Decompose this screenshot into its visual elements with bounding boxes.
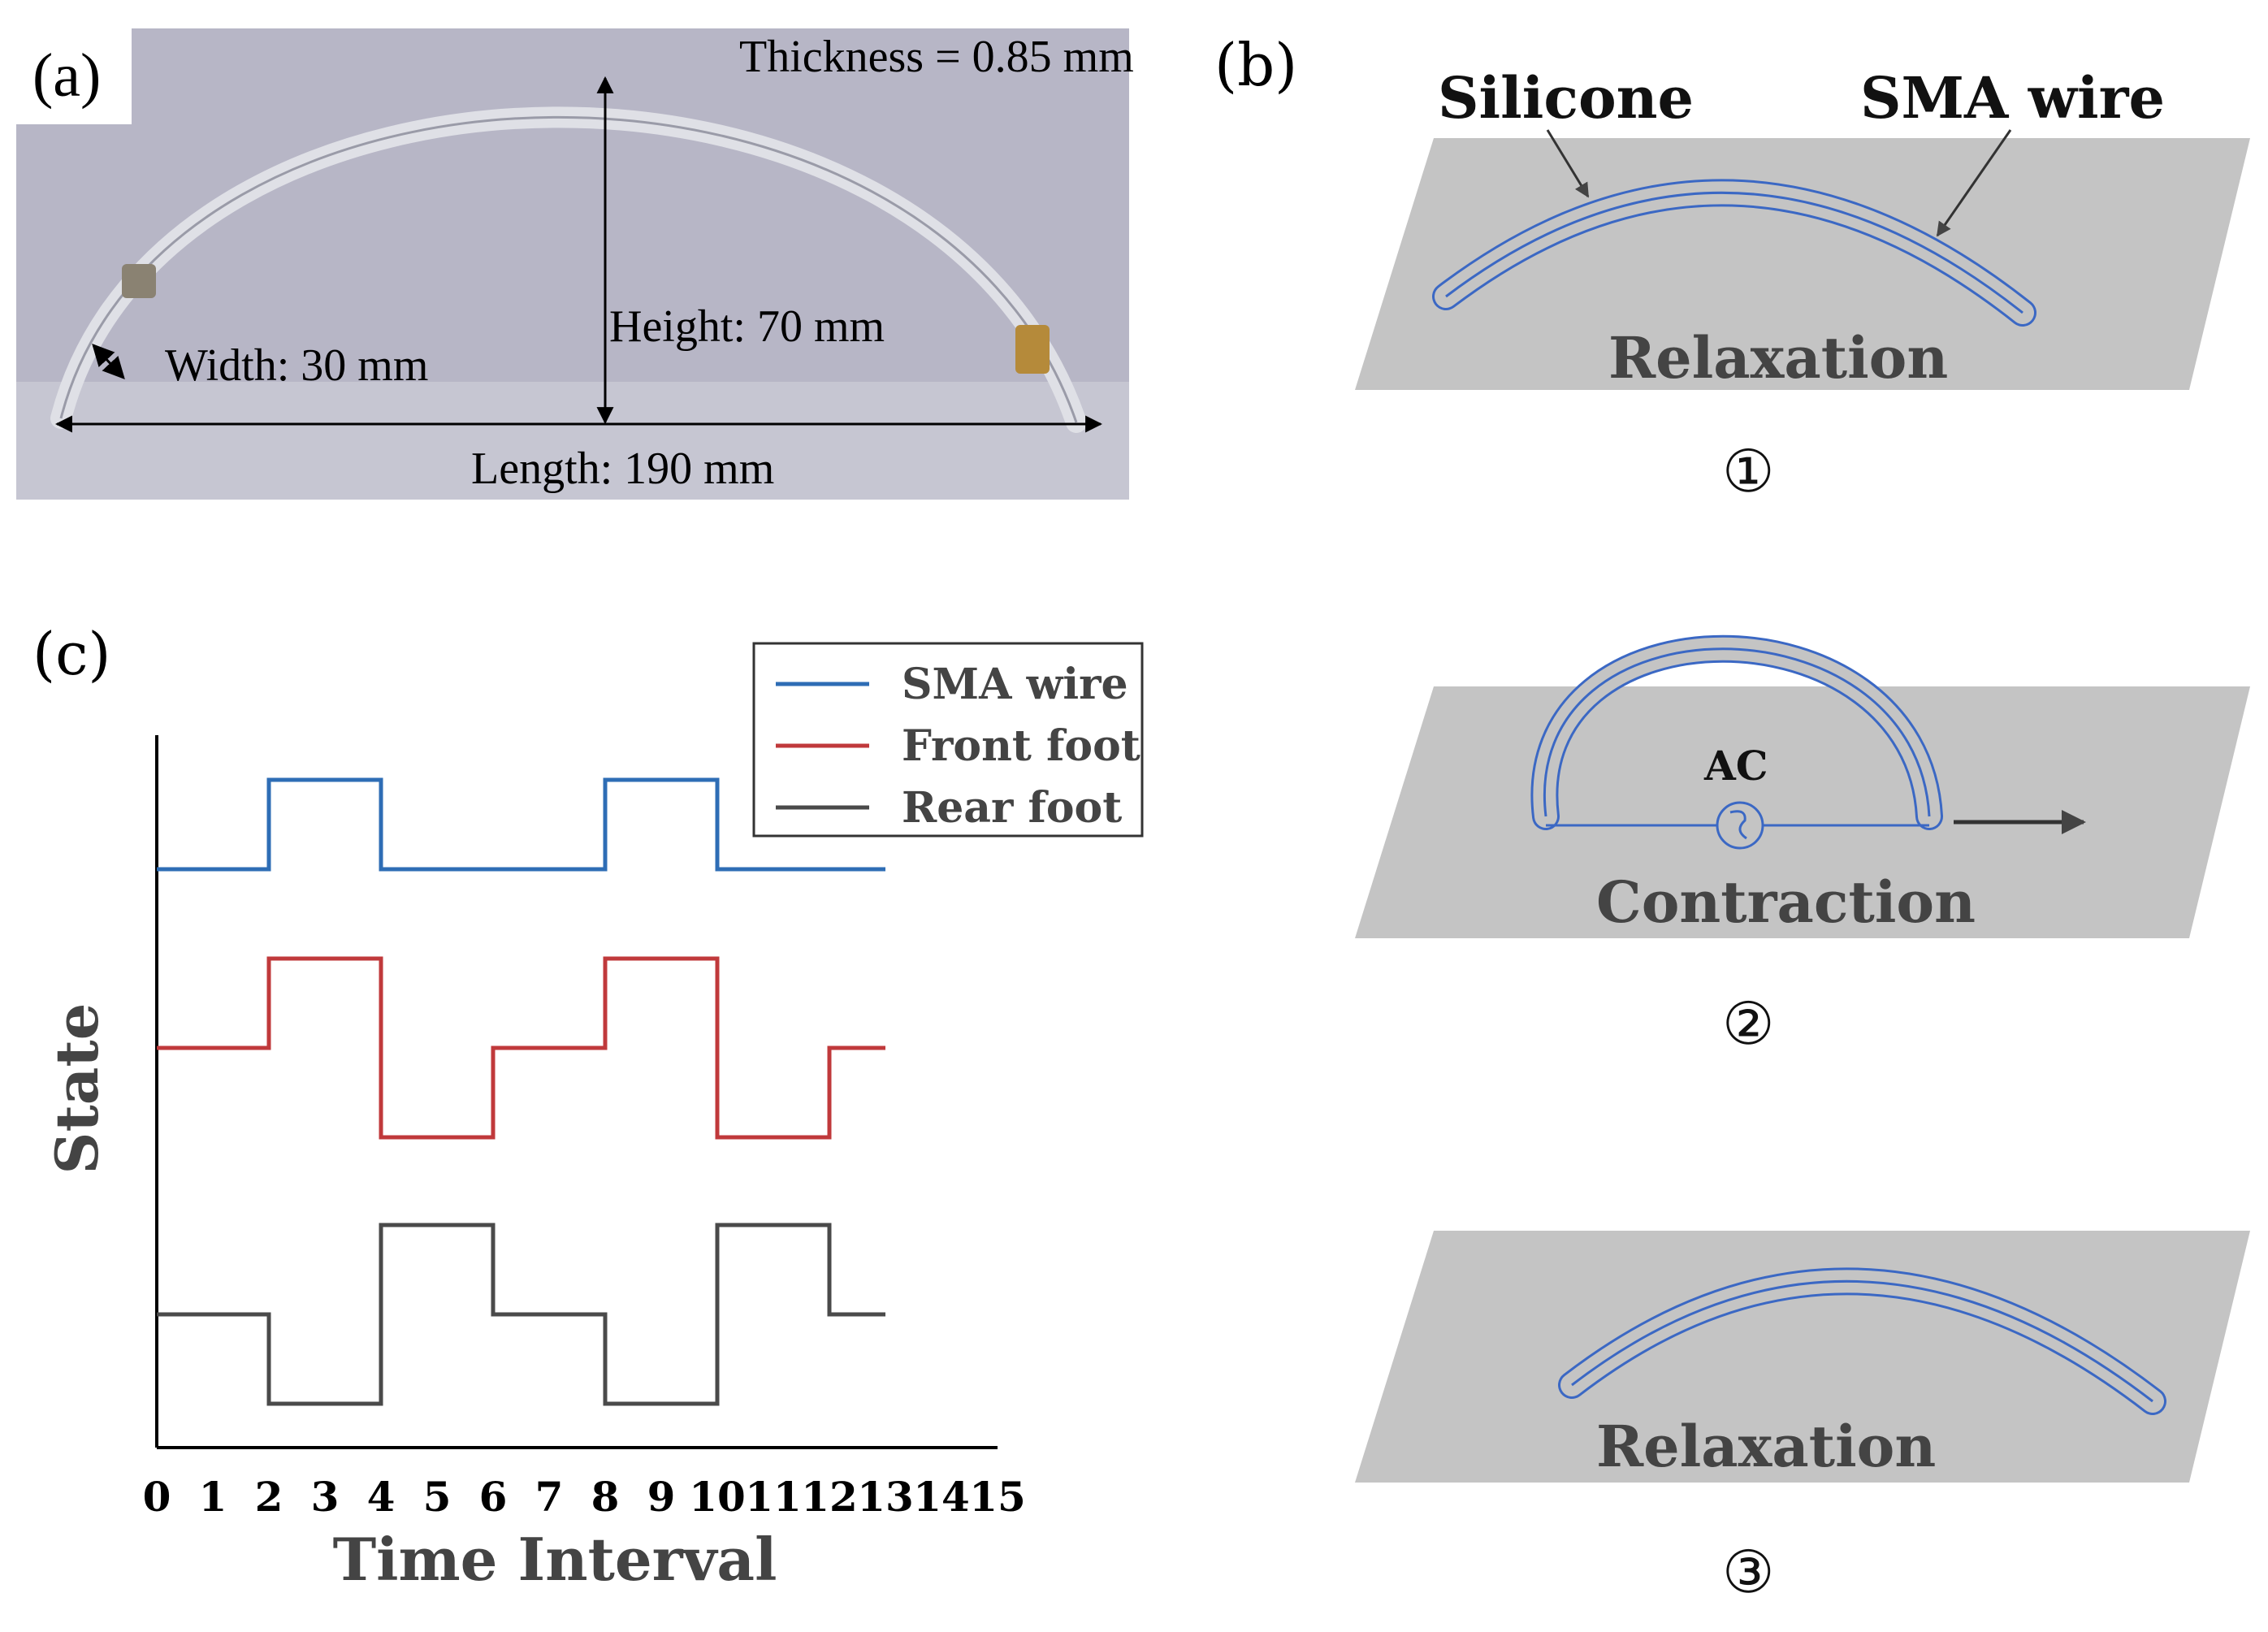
series-line-rear-foot [157,1223,885,1406]
silicone-pointer [1546,129,1590,198]
sma-wire-line [1445,191,2023,314]
x-tick-label: 7 [535,1473,564,1521]
x-tick-label: 3 [311,1473,340,1521]
step-number: ③ [1722,1538,1775,1606]
sma-wire-line [1571,1279,2153,1403]
panel-a-label-box [16,28,132,124]
x-tick-label: 8 [591,1473,620,1521]
width-arrow [92,344,125,379]
width-label: Width: 30 mm [165,340,428,391]
x-tick-label: 1 [199,1473,227,1521]
legend-entry: Rear foot [902,783,1122,833]
x-tick-label: 14 [913,1473,970,1521]
thickness-label: Thickness = 0.85 mm [739,32,1134,82]
length-label: Length: 190 mm [471,444,774,494]
x-tick-label: 9 [647,1473,676,1521]
legend-entry: SMA wire [902,660,1128,709]
panel-b: (b) Silicone SMA wire Relaxation ① AC [1214,31,2250,1606]
x-tick-label: 6 [479,1473,508,1521]
photo-floor [16,382,1129,500]
panel-a: (a) Thickness = 0.85 mm Height: 70 mm Wi… [16,28,1134,500]
legend-entry: Front foot [902,721,1140,771]
legend-box [752,642,1144,838]
surface-plane [1355,686,2250,938]
panel-b-label: (b) [1214,31,1297,99]
sma-wire-pointer [1936,129,2012,237]
x-axis-label: Time Interval [333,1525,777,1594]
surface-plane [1355,1231,2250,1483]
bolt-left-icon [122,264,156,298]
sma-wire-line [1543,647,1931,817]
ac-label: AC [1703,742,1768,790]
x-tick-label: 12 [801,1473,858,1521]
x-tick-label: 11 [745,1473,802,1521]
series-line-front-foot [157,956,885,1140]
series-line-sma-wire [157,777,885,872]
step-2: AC Contraction ② [1355,634,2250,1058]
sma-wire-label: SMA wire [1860,64,2165,132]
x-tick-label: 13 [857,1473,914,1521]
step-3: Relaxation ③ [1355,1231,2250,1606]
panel-c-label: (c) [32,620,111,688]
silicone-label: Silicone [1438,64,1694,132]
step-1: Relaxation ① [1355,129,2250,505]
y-axis-label: State [42,1003,111,1175]
step-caption: Contraction [1596,868,1976,936]
x-tick-label: 0 [143,1473,171,1521]
step-caption: Relaxation [1608,324,1948,392]
x-tick-label: 10 [689,1473,746,1521]
height-label: Height: 70 mm [609,301,885,352]
bolt-right-icon [1015,325,1050,374]
step-number: ① [1722,437,1775,505]
x-tick-label: 15 [969,1473,1026,1521]
x-tick-label: 4 [367,1473,396,1521]
step-number: ② [1722,989,1775,1058]
ac-wave-icon [1729,810,1747,840]
x-tick-label: 5 [423,1473,452,1521]
step-caption: Relaxation [1596,1413,1936,1480]
panel-a-label: (a) [32,41,101,110]
surface-plane [1355,138,2250,390]
x-tick-label: 2 [255,1473,284,1521]
